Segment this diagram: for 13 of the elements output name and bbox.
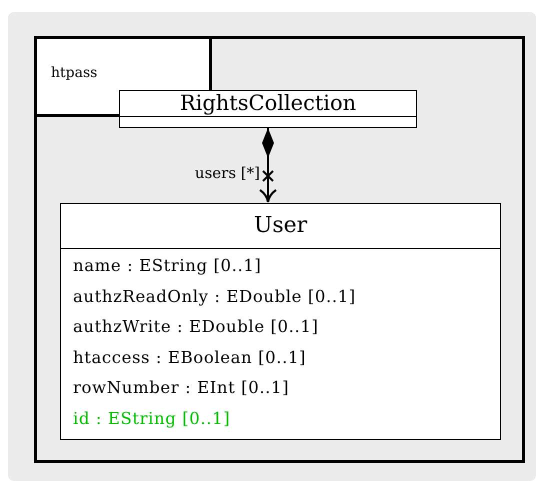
attribute-text: authzWrite : EDouble [0..1] [72, 316, 320, 338]
attribute-text: authzReadOnly : EDouble [0..1] [72, 286, 357, 308]
attribute-text: name : EString [0..1] [72, 255, 262, 277]
class-box [119, 90, 417, 128]
class-box [60, 203, 501, 440]
package-frame [34, 36, 525, 463]
attribute-text: rowNumber : EInt [0..1] [72, 377, 290, 399]
package-name: htpass [51, 65, 98, 81]
edge-label: users [*] [194, 164, 260, 182]
class-name: RightsCollection [120, 91, 416, 117]
attribute-text: id : EString [0..1] [72, 408, 232, 430]
attribute-text: htaccess : EBoolean [0..1] [72, 346, 308, 368]
class-name: User [61, 204, 500, 249]
